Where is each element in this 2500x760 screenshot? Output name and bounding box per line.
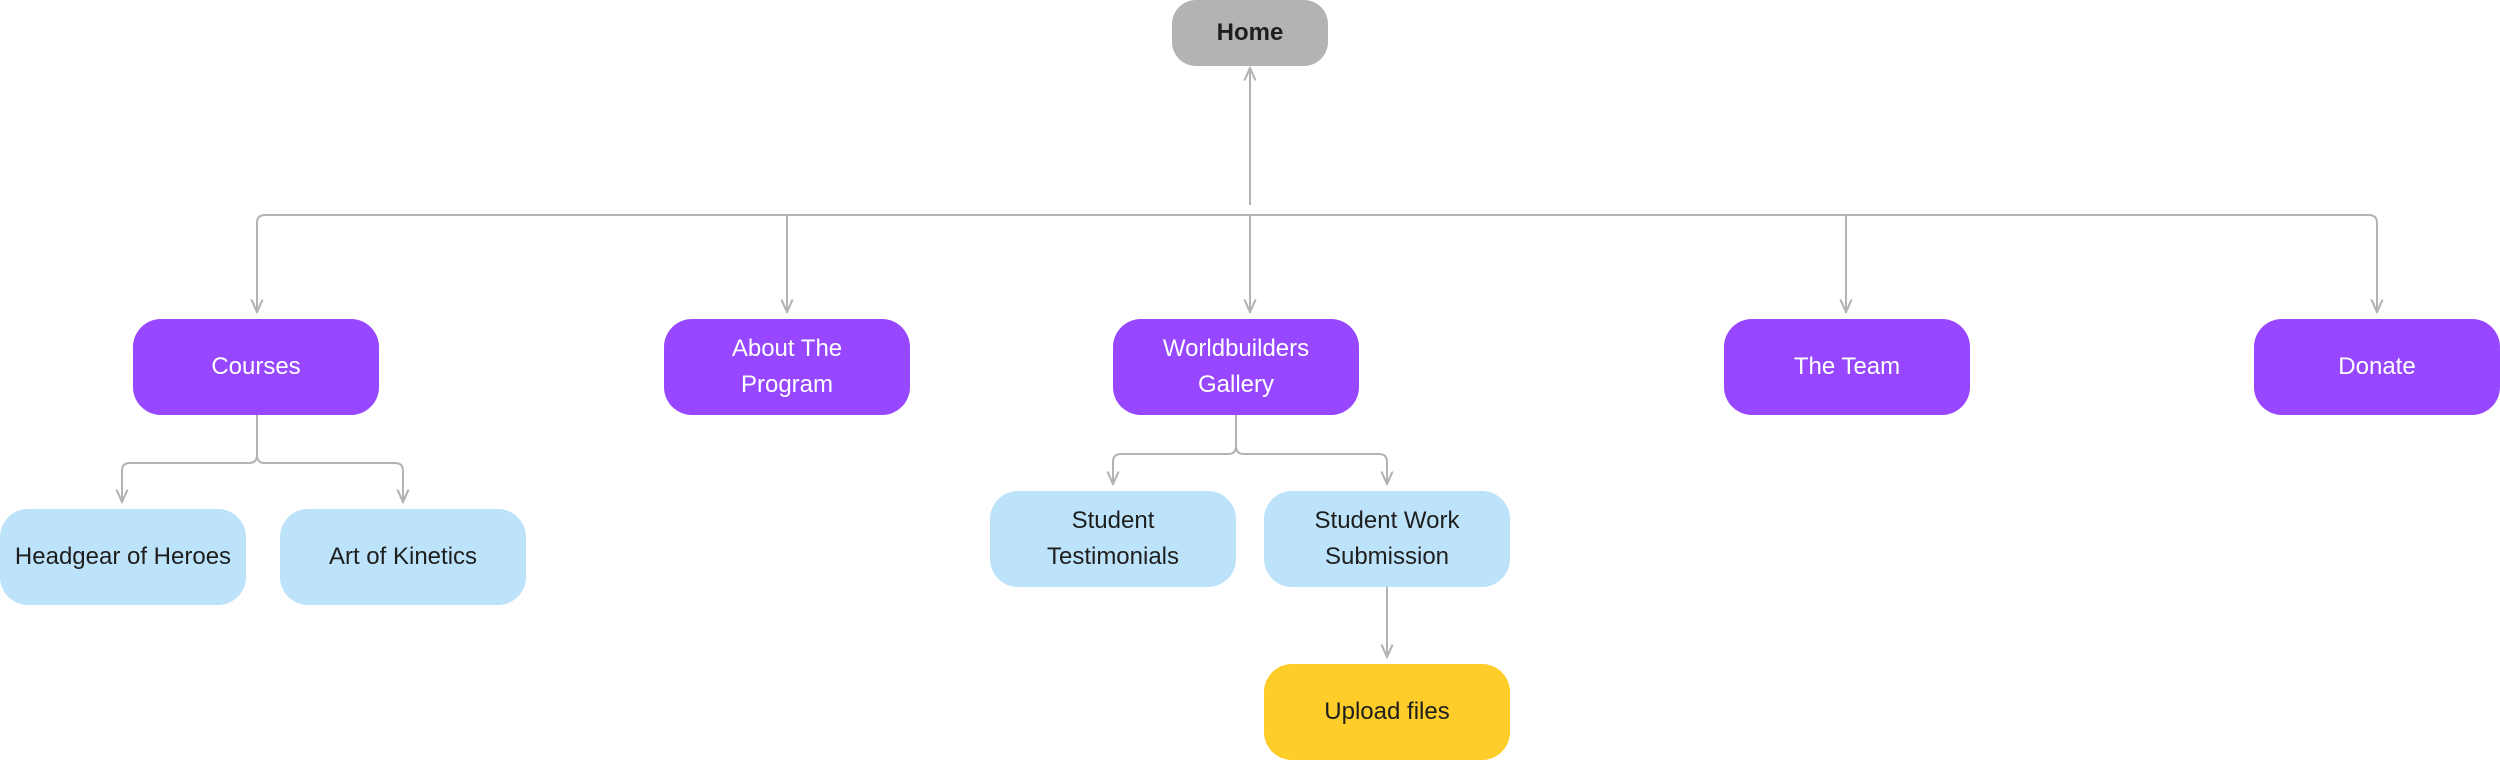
- worldbuilders-gallery-node[interactable]: Worldbuilders Gallery: [1113, 319, 1359, 415]
- upload-files-label: Upload files: [1324, 698, 1450, 725]
- the-team-label: The Team: [1793, 353, 1901, 380]
- home-label: Home: [1216, 19, 1284, 46]
- courses-label: Courses: [211, 353, 301, 380]
- student-testimonials-label: Student Testimonials: [1046, 507, 1180, 570]
- student-testimonials-node[interactable]: Student Testimonials: [990, 491, 1236, 587]
- headgear-of-heroes-node[interactable]: Headgear of Heroes: [0, 509, 246, 605]
- about-the-program-label: About The Program: [731, 335, 843, 398]
- headgear-of-heroes-label: Headgear of Heroes: [14, 543, 232, 570]
- student-work-submission-label: Student Work Submission: [1314, 507, 1460, 570]
- the-team-node[interactable]: The Team: [1724, 319, 1970, 415]
- connector-courses-kinetics: [256, 454, 403, 502]
- donate-label: Donate: [2338, 353, 2416, 380]
- donate-node[interactable]: Donate: [2254, 319, 2500, 415]
- connector-home-bus: [256, 214, 2378, 310]
- student-work-submission-node[interactable]: Student Work Submission: [1264, 491, 1510, 587]
- home-node[interactable]: Home: [1172, 0, 1328, 66]
- upload-files-node[interactable]: Upload files: [1264, 664, 1510, 760]
- worldbuilders-gallery-label: Worldbuilders Gallery: [1162, 335, 1310, 398]
- connector-gallery-submission: [1235, 445, 1387, 484]
- connector-gallery-children: [1113, 415, 1237, 484]
- connector-courses-children: [122, 415, 258, 502]
- courses-node[interactable]: Courses: [133, 319, 379, 415]
- art-of-kinetics-node[interactable]: Art of Kinetics: [280, 509, 526, 605]
- about-the-program-node[interactable]: About The Program: [664, 319, 910, 415]
- art-of-kinetics-label: Art of Kinetics: [328, 543, 478, 570]
